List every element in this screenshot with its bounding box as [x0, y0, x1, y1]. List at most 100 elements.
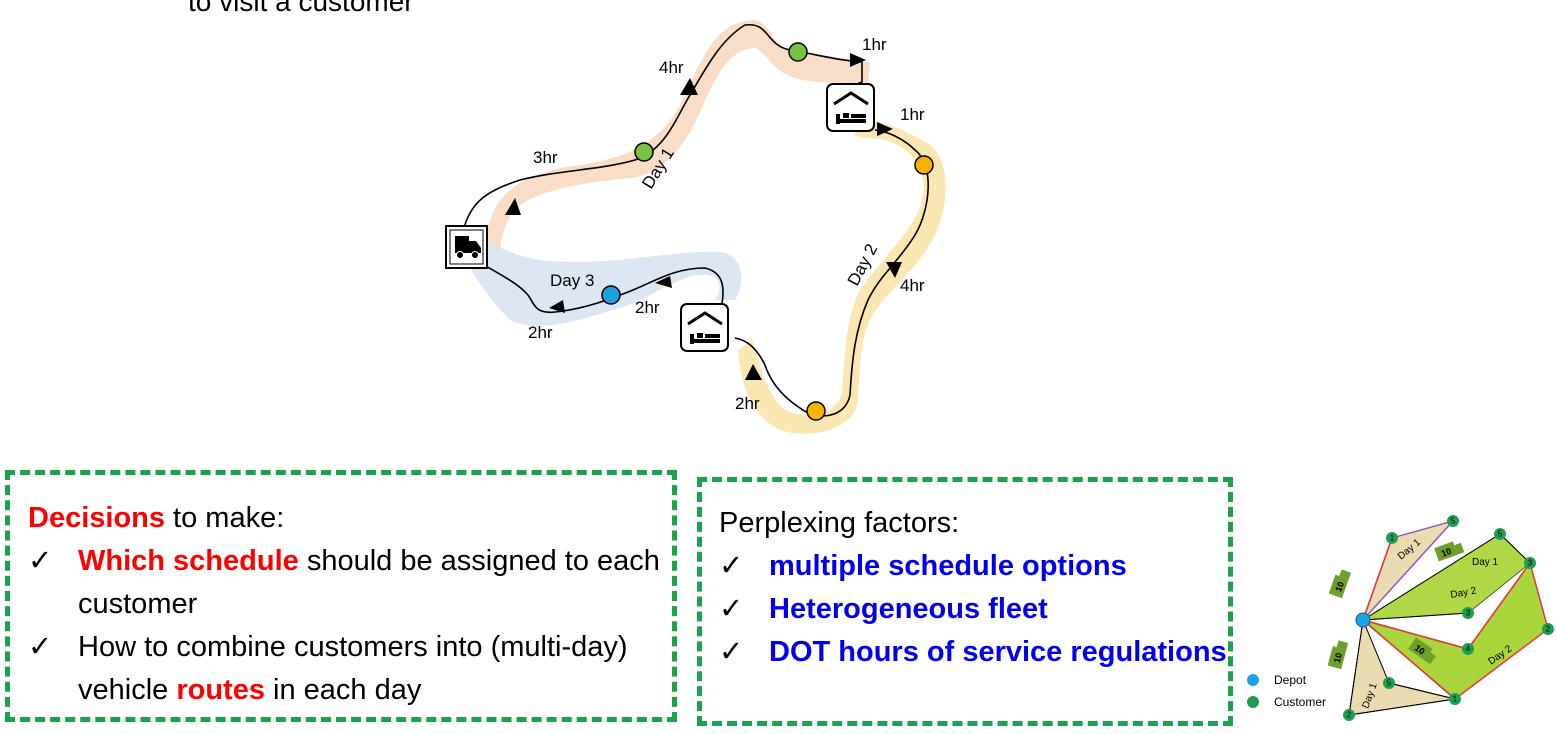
decisions-heading-highlight: Decisions: [28, 502, 165, 534]
svg-text:3: 3: [1528, 559, 1533, 568]
factor-item-text: multiple schedule options: [769, 550, 1127, 582]
checkmark-icon: ✓: [719, 593, 744, 625]
leg-label: 2hr: [635, 298, 660, 317]
arrow-d3-a: [655, 276, 672, 288]
svg-text:2: 2: [1347, 711, 1352, 720]
truck-icon: 10: [1434, 541, 1465, 562]
customer-node: 3: [1462, 607, 1474, 619]
svg-text:5: 5: [1498, 530, 1503, 539]
svg-text:10: 10: [1332, 652, 1344, 664]
customer-node: 4: [1462, 643, 1474, 655]
checkmark-icon: ✓: [28, 545, 53, 577]
svg-text:10: 10: [1413, 643, 1427, 657]
arrow-d1-b: [680, 78, 698, 95]
svg-text:4: 4: [1466, 645, 1471, 654]
route-edge: [1388, 682, 1456, 700]
svg-text:1: 1: [1390, 534, 1395, 543]
legend: Depot Customer: [1247, 673, 1326, 709]
decision-item-text: How to combine customers into (multi-day…: [78, 631, 628, 706]
decision-item: ✓ Which schedule should be assigned to e…: [28, 540, 672, 626]
route-edge: [1499, 533, 1531, 564]
checkmark-icon: ✓: [719, 636, 744, 668]
leg-label: 4hr: [659, 58, 684, 77]
arrow-d1-a: [505, 198, 521, 215]
truck-icon: 10: [1327, 640, 1349, 670]
decision-item-text: in each day: [264, 674, 422, 706]
customer-node: 1: [1449, 693, 1461, 705]
legend-customer-marker: [1247, 696, 1259, 708]
route-day3: [465, 253, 724, 314]
multi-day-route-diagram: 3hr 4hr 1hr 1hr 4hr 2hr 2hr 2hr Day 1 Da…: [445, 20, 946, 434]
route-edge: [1348, 698, 1456, 716]
legend-depot-label: Depot: [1274, 673, 1307, 687]
region-day2-upper: [1363, 534, 1530, 620]
decision-item-highlight: Which schedule: [78, 545, 299, 577]
route-edge: [1362, 619, 1456, 700]
route-edge: [1467, 562, 1531, 650]
truck-icon: [445, 225, 488, 269]
decision-item: ✓ How to combine customers into (multi-d…: [28, 626, 672, 712]
factor-item: ✓ Heterogeneous fleet: [719, 588, 1228, 631]
arrow-d2-b: [886, 262, 902, 278]
customer-node-orange: [806, 401, 826, 421]
customer-node: 2: [1343, 709, 1355, 721]
arrow-d2-c: [745, 364, 762, 380]
route-edge: [1362, 537, 1393, 621]
decision-item-text: should be assigned to each customer: [78, 545, 660, 620]
route-day1: [462, 24, 863, 233]
perplexing-factors-box: Perplexing factors: ✓ multiple schedule …: [697, 477, 1233, 726]
route-edge: [1362, 533, 1501, 621]
decision-item-highlight: routes: [176, 674, 265, 706]
depot-node: [1355, 612, 1371, 628]
customer-node-green: [788, 42, 808, 62]
truck-icon: 10: [1408, 637, 1436, 665]
mini-day-label: Day 1: [1472, 557, 1499, 568]
legend-customer-label: Customer: [1274, 695, 1326, 709]
svg-text:3: 3: [1466, 609, 1471, 618]
customer-node: 2: [1542, 623, 1554, 635]
leg-label: 2hr: [528, 323, 553, 342]
checkmark-icon: ✓: [28, 631, 53, 663]
hotel-bed-icon: [826, 83, 875, 132]
decisions-heading-rest: to make:: [165, 502, 285, 534]
day-label: Day 3: [550, 271, 594, 290]
decisions-heading: Decisions to make:: [28, 497, 672, 540]
hotel-bed-icon: [680, 303, 729, 352]
mini-routing-diagram: 10 10 10 10 Day 1 Day 1 Day 2 Day 2 Day …: [1247, 515, 1554, 721]
customer-node: 1: [1386, 532, 1398, 544]
factor-item: ✓ DOT hours of service regulations: [719, 631, 1228, 674]
customer-node: 5: [1494, 528, 1506, 540]
customer-node-orange: [914, 155, 934, 175]
day1-band: [485, 20, 870, 255]
arrow-d1-c: [850, 53, 866, 67]
svg-text:5: 5: [1387, 679, 1392, 688]
customer-node: 5: [1383, 677, 1395, 689]
leg-label: 1hr: [900, 105, 925, 124]
checkmark-icon: ✓: [719, 550, 744, 582]
truck-icon: 10: [1328, 569, 1352, 599]
leg-label: 1hr: [862, 35, 887, 54]
svg-text:5: 5: [1451, 517, 1456, 526]
customer-node: 5: [1447, 515, 1459, 527]
route-edge: [1362, 619, 1469, 650]
day2-band: [738, 119, 946, 434]
factors-heading: Perplexing factors:: [719, 507, 960, 539]
svg-text:10: 10: [1440, 546, 1453, 559]
decisions-box: Decisions to make: ✓ Which schedule shou…: [5, 470, 677, 722]
svg-text:1: 1: [1453, 695, 1458, 704]
factor-item: ✓ multiple schedule options: [719, 545, 1228, 588]
customer-node: 3: [1524, 557, 1536, 569]
arrow-d3-b: [549, 300, 565, 313]
customer-node-blue: [601, 285, 621, 305]
mini-day-label: Day 2: [1450, 586, 1478, 601]
leg-label: 2hr: [735, 394, 760, 413]
route-edge: [1362, 612, 1469, 621]
customer-node-green: [634, 142, 654, 162]
leg-label: 3hr: [533, 148, 558, 167]
factor-item-text: Heterogeneous fleet: [769, 593, 1048, 625]
route-edge: [1348, 619, 1364, 716]
svg-text:2: 2: [1546, 625, 1551, 634]
arrow-d2-a: [877, 122, 893, 136]
leg-label: 4hr: [900, 276, 925, 295]
top-text-fragment: to visit a customer: [188, 0, 414, 17]
